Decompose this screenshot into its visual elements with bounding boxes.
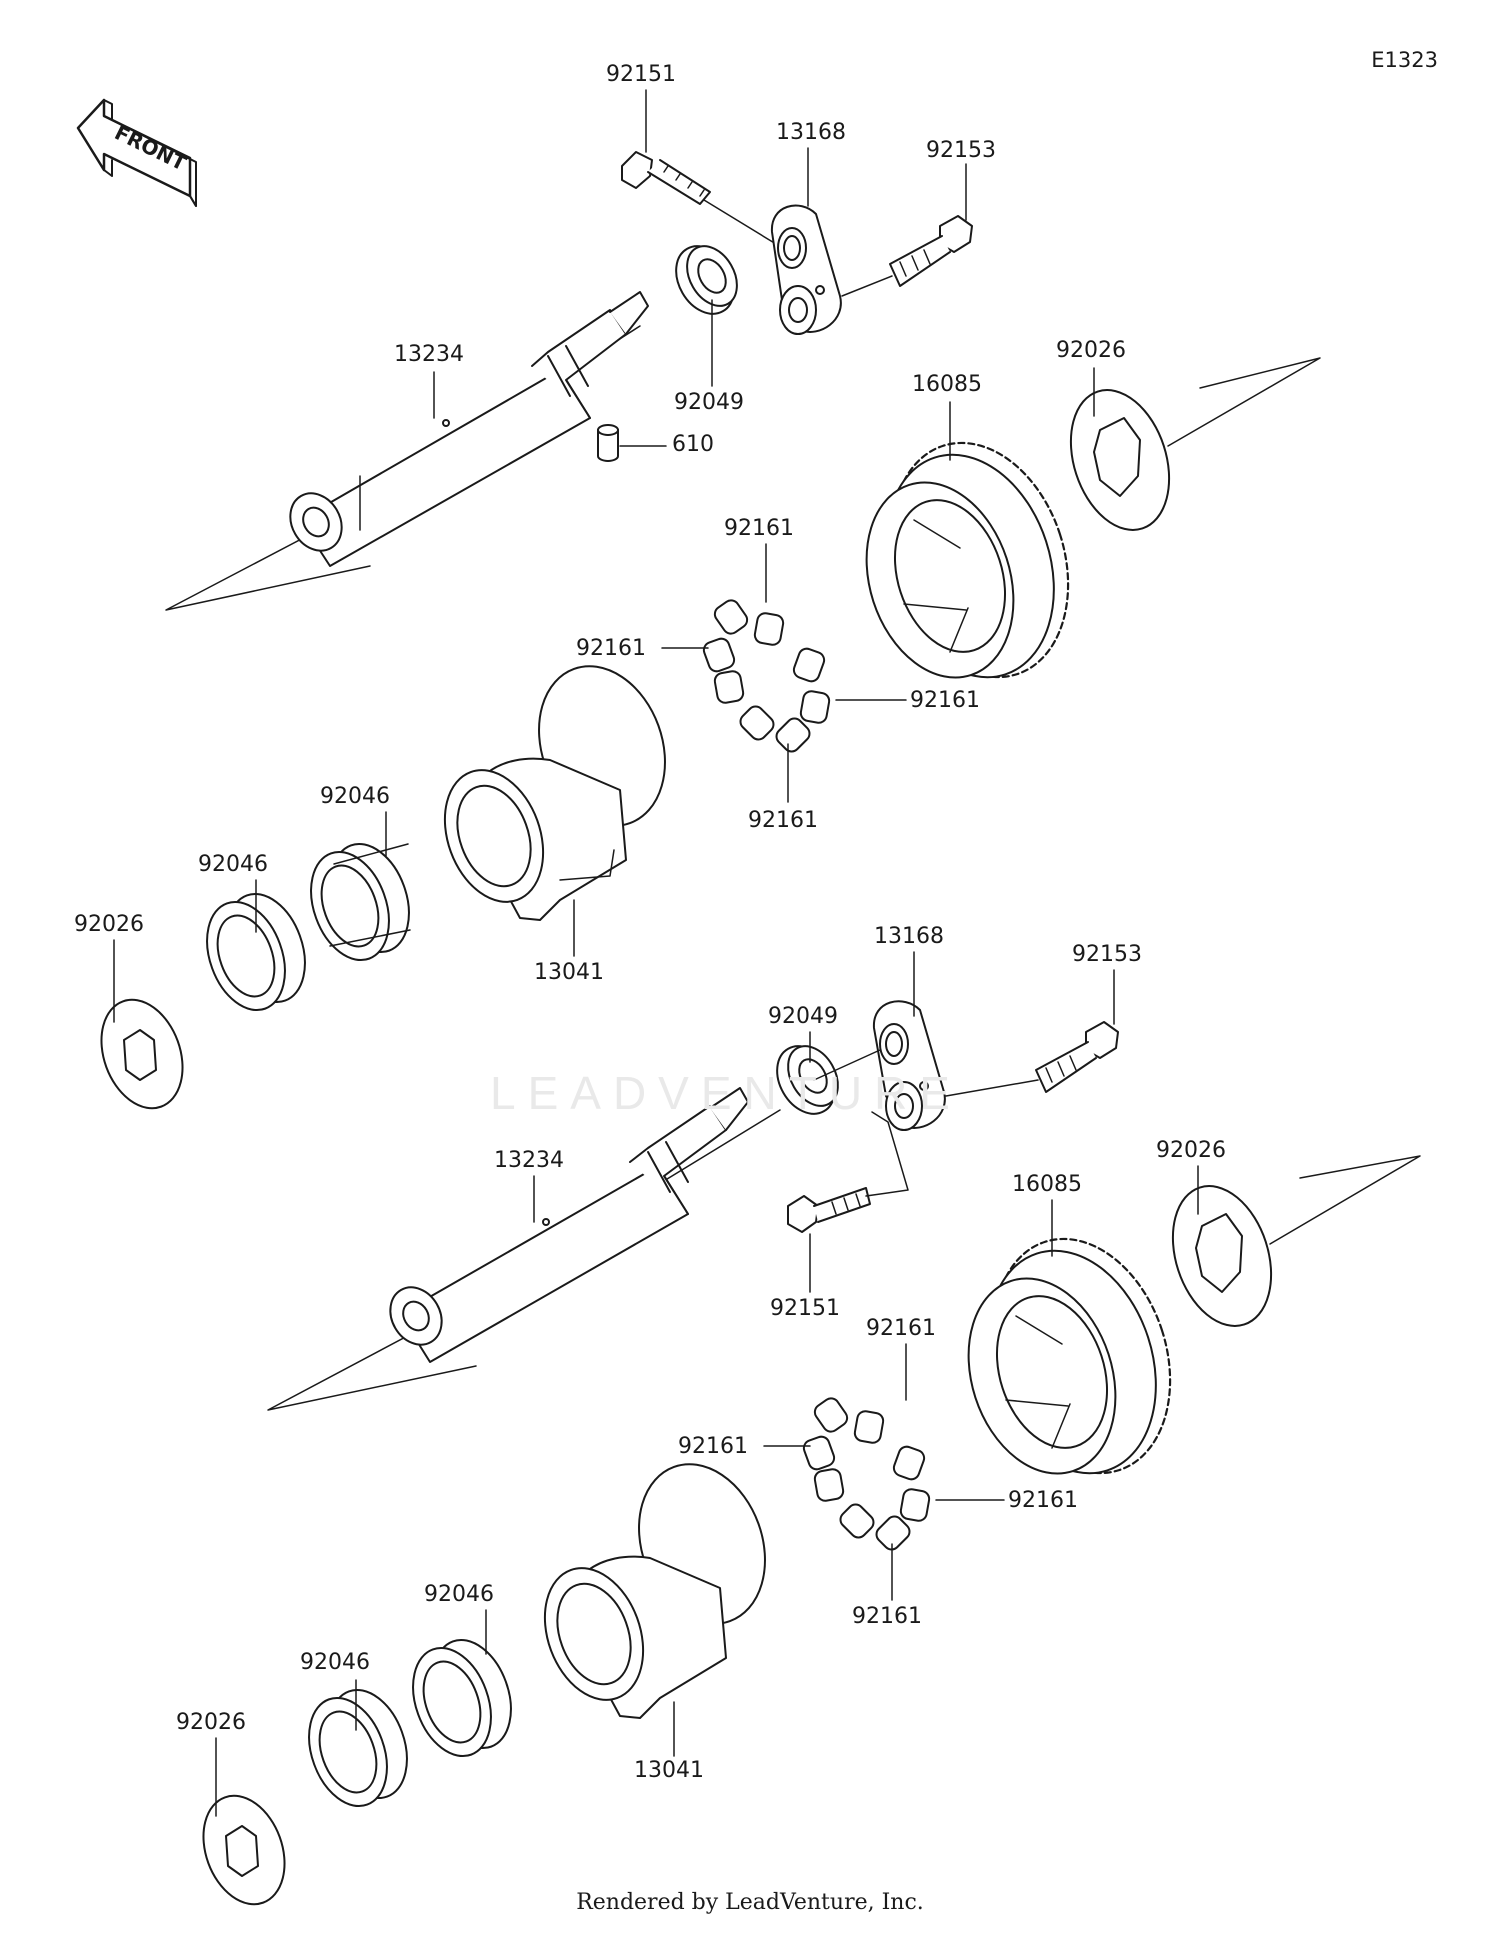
part-label: 92046 (300, 1650, 370, 1675)
part-label: 92161 (748, 808, 818, 833)
front-direction-arrow (76, 98, 197, 207)
part-label: 92046 (424, 1582, 494, 1607)
bolt-92153-lower (945, 1021, 1119, 1097)
leader-lines (113, 89, 1199, 1817)
part-label: 92151 (606, 62, 676, 87)
part-label: 92161 (866, 1316, 936, 1341)
axis-line-lower-right (1269, 1155, 1421, 1245)
thrust-washer-upper-left (100, 998, 184, 1110)
diagram-code: E1323 (1371, 48, 1438, 72)
upper-assembly (100, 151, 1321, 1110)
footer-credit: Rendered by LeadVenture, Inc. (576, 1890, 924, 1915)
balancer-gear-lower (967, 1237, 1172, 1475)
balancer-shaft-upper (289, 291, 649, 567)
thrust-washer-upper-right (1069, 389, 1171, 531)
part-label: 92161 (852, 1604, 922, 1629)
balancer-hub-lower (543, 1463, 766, 1719)
part-label: 92026 (74, 912, 144, 937)
part-label: 92049 (768, 1004, 838, 1029)
part-label: 92161 (678, 1434, 748, 1459)
part-label: 92161 (1008, 1488, 1078, 1513)
part-label: 92026 (176, 1710, 246, 1735)
balancer-arm-lower (813, 1000, 946, 1131)
part-label: 92026 (1056, 338, 1126, 363)
axis-line-lower-left (267, 1323, 477, 1411)
part-label: 92046 (198, 852, 268, 877)
part-label: 92153 (1072, 942, 1142, 967)
needle-bearing-upper-1 (310, 842, 411, 962)
bolt-92151-lower (787, 1111, 909, 1233)
balancer-shaft-lower (389, 1087, 749, 1363)
bolt-92153-upper (841, 215, 973, 297)
bolt-92151-upper (621, 151, 777, 245)
part-label: 13168 (874, 924, 944, 949)
part-label: 92161 (724, 516, 794, 541)
part-label: 16085 (912, 372, 982, 397)
needle-bearing-lower-2 (308, 1688, 408, 1808)
oil-seal-upper (675, 245, 738, 315)
part-label: 13234 (494, 1148, 564, 1173)
part-label: 13168 (776, 120, 846, 145)
part-label: 92026 (1156, 1138, 1226, 1163)
part-label: 610 (672, 432, 714, 457)
part-label: 92161 (910, 688, 980, 713)
part-label: 92151 (770, 1296, 840, 1321)
part-label: 13234 (394, 342, 464, 367)
part-label: 92153 (926, 138, 996, 163)
axis-line-upper-left (165, 523, 371, 611)
balancer-hub-upper (443, 665, 666, 921)
part-label: 13041 (634, 1758, 704, 1783)
dowel-pin-610 (597, 424, 619, 462)
axis-line-upper-right (1167, 357, 1321, 447)
thrust-washer-lower-right (1171, 1185, 1273, 1327)
needle-bearing-upper-2 (206, 892, 306, 1012)
part-label: 16085 (1012, 1172, 1082, 1197)
part-label: 92049 (674, 390, 744, 415)
thrust-washer-lower-left (202, 1794, 286, 1906)
balancer-arm-upper (770, 204, 842, 335)
damper-rubbers-lower (802, 1397, 931, 1551)
damper-rubbers-upper (702, 599, 831, 753)
oil-seal-lower (776, 1045, 839, 1115)
part-label: 13041 (534, 960, 604, 985)
needle-bearing-lower-1 (412, 1638, 512, 1758)
balancer-gear-upper (865, 441, 1070, 679)
part-label: 92161 (576, 636, 646, 661)
part-label: 92046 (320, 784, 390, 809)
lower-assembly (202, 1000, 1421, 1906)
watermark-text: LEADVENTURE (490, 1067, 962, 1119)
